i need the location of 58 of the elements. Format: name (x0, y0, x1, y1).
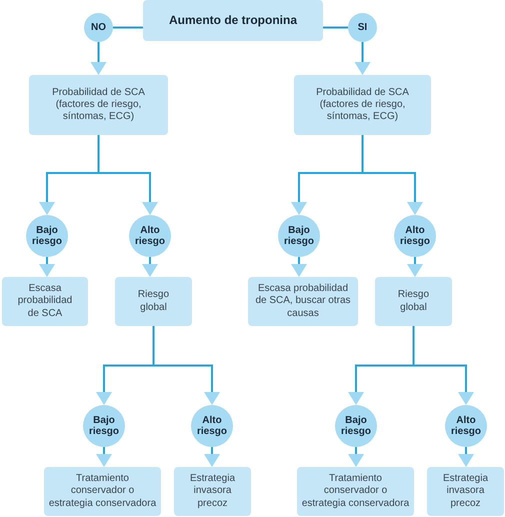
arrow (142, 257, 158, 277)
connector-line (323, 26, 348, 28)
arrow (354, 42, 370, 75)
decision-circle (84, 13, 113, 42)
arrow (458, 447, 474, 467)
decision-circle (348, 13, 377, 42)
decision-circle (83, 405, 125, 447)
process-box (44, 467, 161, 516)
decision-circle (129, 215, 171, 257)
node-label: Probabilidad de SCA (factores de riesgo, síntomas, ECG) (51, 86, 146, 124)
process-box (294, 75, 431, 135)
node-label: Riesgo global (396, 289, 430, 314)
decision-circle (335, 405, 377, 447)
node-label: Bajo riesgo (30, 224, 63, 248)
node-label: Alto riesgo (196, 414, 228, 438)
arrow (96, 447, 112, 467)
process-box (29, 75, 168, 135)
arrow (362, 135, 423, 215)
process-box (115, 277, 192, 326)
decision-circle (445, 405, 487, 447)
node-label: Tratamiento conservador o estrategia conservadora (48, 473, 157, 510)
node-label: NO (91, 22, 106, 34)
arrow (407, 257, 423, 277)
arrow (90, 42, 106, 75)
node-label: Aumento de troponina (169, 14, 297, 28)
node-label: Bajo riesgo (282, 224, 315, 248)
process-box (375, 277, 452, 326)
node-label: Bajo riesgo (88, 414, 120, 438)
decision-circle (191, 405, 233, 447)
arrow (291, 257, 307, 277)
arrow (412, 326, 474, 405)
decision-circle (278, 215, 320, 257)
node-label: Estrategia invasora precoz (442, 473, 490, 510)
arrow (98, 135, 158, 215)
process-box (174, 467, 251, 516)
decision-circle (394, 215, 436, 257)
process-box (2, 277, 88, 326)
connector-line (113, 26, 143, 28)
process-box (297, 467, 414, 516)
node-label: Alto riesgo (398, 224, 431, 248)
node-label: Alto riesgo (134, 224, 166, 248)
process-box (248, 277, 358, 326)
arrow (204, 447, 220, 467)
node-label: Alto riesgo (450, 414, 482, 438)
decision-circle (26, 215, 68, 257)
node-label: Escasa probabilidad de SCA (16, 283, 74, 320)
start-box (143, 0, 323, 41)
node-label: Estrategia invasora precoz (188, 473, 236, 510)
arrow (152, 326, 220, 405)
node-label: Riesgo global (136, 289, 170, 314)
node-label: Tratamiento conservador o estrategia conservadora (301, 473, 410, 510)
node-label: Escasa probabilidad de SCA, buscar otras causas (254, 283, 352, 320)
node-label: SI (358, 22, 368, 34)
process-box (427, 467, 504, 516)
arrow (348, 447, 364, 467)
arrow (39, 257, 55, 277)
node-label: Bajo riesgo (340, 414, 372, 438)
node-label: Probabilidad de SCA (factores de riesgo, síntomas, ECG) (315, 86, 410, 124)
